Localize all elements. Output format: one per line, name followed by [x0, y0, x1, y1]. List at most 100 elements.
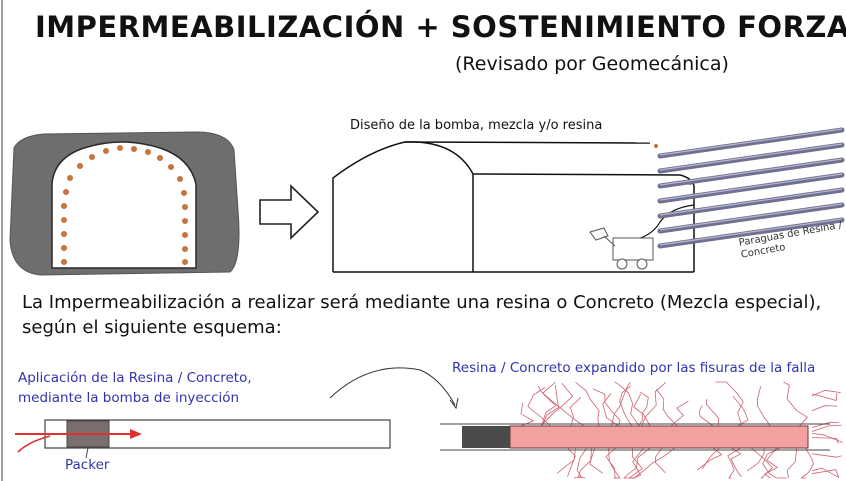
crack-line — [727, 447, 741, 479]
paraguas-pipe — [657, 157, 845, 189]
resin-borehole — [440, 423, 830, 451]
crack-line — [637, 391, 649, 427]
crack-line — [589, 447, 603, 474]
crack-line — [811, 433, 843, 443]
crack-line — [623, 447, 676, 479]
crack-line — [527, 387, 551, 427]
rock-bolt — [177, 176, 183, 182]
description-text: La Impermeabilización a realizar será me… — [22, 292, 822, 338]
rock-bolt — [157, 155, 163, 161]
tunnel-crown-line — [404, 141, 651, 144]
transition-arrow — [329, 367, 456, 406]
crack-line — [656, 388, 678, 427]
crack-line — [619, 385, 633, 427]
paraguas-pipe — [657, 142, 845, 174]
crack-line — [538, 385, 585, 427]
rock-bolt — [182, 259, 188, 265]
rock-bolt — [89, 154, 95, 160]
crack-line — [577, 447, 592, 479]
crack-line — [756, 386, 771, 427]
crack-line — [696, 447, 723, 471]
crack-line — [705, 399, 720, 427]
pump-label: Diseño de la bomba, mezcla y/o resina — [350, 118, 603, 133]
application-label: Aplicación de la Resina / Concreto, medi… — [18, 370, 252, 406]
rock-bolt — [77, 163, 83, 169]
expansion-label: Resina / Concreto expandido por las fisu… — [452, 360, 816, 376]
pump-wheel-1 — [616, 258, 628, 270]
crack-line — [670, 400, 689, 427]
crack-line — [811, 467, 839, 478]
crack-line — [557, 447, 576, 474]
crack-line — [732, 395, 749, 427]
crack-line — [541, 385, 560, 427]
crack-line — [811, 469, 840, 478]
rock-bolt — [61, 203, 67, 209]
page-subtitle: (Revisado por Geomecánica) — [455, 53, 729, 75]
crack-line — [811, 389, 841, 397]
outline-arrow — [259, 184, 320, 240]
paraguas-pipe — [657, 202, 845, 234]
rock-bolt — [131, 146, 137, 152]
rock-bolt — [182, 232, 188, 238]
crack-line — [541, 381, 557, 427]
transition-arrowhead — [449, 397, 459, 410]
injection-pipe — [15, 419, 391, 459]
rock-bolt — [61, 217, 67, 223]
crack-line — [811, 393, 838, 402]
pump-arm — [603, 235, 616, 247]
paraguas-pipe — [657, 172, 845, 204]
rock-bolts — [61, 145, 188, 265]
crack-line — [630, 447, 644, 479]
crack-line — [811, 405, 838, 411]
paraguas-pipe — [657, 127, 845, 159]
rock-bolt — [145, 149, 151, 155]
paraguas-pipe-highlight — [659, 158, 843, 186]
crack-line — [567, 447, 576, 477]
crack-line — [750, 447, 774, 479]
packer-label: Packer — [65, 457, 110, 473]
paraguas-pipe-highlight — [659, 203, 843, 231]
rock-bolt — [67, 175, 73, 181]
crack-line — [746, 447, 765, 472]
paraguas-pipe-highlight — [659, 128, 843, 156]
rock-bolt — [103, 148, 109, 154]
tunnel-opening — [51, 141, 197, 269]
tunnel-arch-2 — [472, 173, 695, 272]
crack-line — [800, 447, 814, 479]
crack-line — [811, 424, 842, 432]
fissure-cracks — [520, 381, 843, 479]
paraguas-pipe-highlight — [659, 173, 843, 201]
rock-bolt — [117, 145, 123, 151]
crack-line — [811, 422, 839, 428]
crack-line — [520, 403, 535, 427]
crack-line — [569, 397, 582, 427]
crack-line — [698, 405, 714, 427]
expanded-resin — [509, 425, 809, 449]
crack-line — [633, 394, 651, 427]
rock-bolt — [182, 218, 188, 224]
crack-line — [605, 447, 619, 479]
injection-arrowhead — [130, 429, 142, 439]
pump-wheel-2 — [636, 258, 648, 270]
rock-bolt — [63, 189, 69, 195]
crack-line — [783, 381, 808, 427]
crack-line — [575, 381, 600, 427]
crack-line — [701, 447, 720, 470]
tunnel-longitudinal — [332, 141, 695, 273]
injection-hose — [17, 435, 51, 453]
paraguas-pipe — [657, 187, 845, 219]
pump-machine — [589, 227, 654, 270]
rock-bolt — [181, 190, 187, 196]
face-marker-1 — [654, 144, 658, 148]
rock-bolt — [182, 204, 188, 210]
paraguas-pipe — [657, 217, 845, 249]
crack-line — [540, 382, 574, 427]
crack-line — [811, 437, 839, 444]
paraguas-pipe-highlight — [659, 218, 843, 246]
page-title: IMPERMEABILIZACIÓN + SOSTENIMIENTO FORZA… — [35, 10, 846, 44]
pump-body — [612, 237, 654, 261]
rock-bolt — [168, 164, 174, 170]
crack-line — [592, 388, 621, 427]
tunnel-arch-1 — [332, 141, 474, 272]
